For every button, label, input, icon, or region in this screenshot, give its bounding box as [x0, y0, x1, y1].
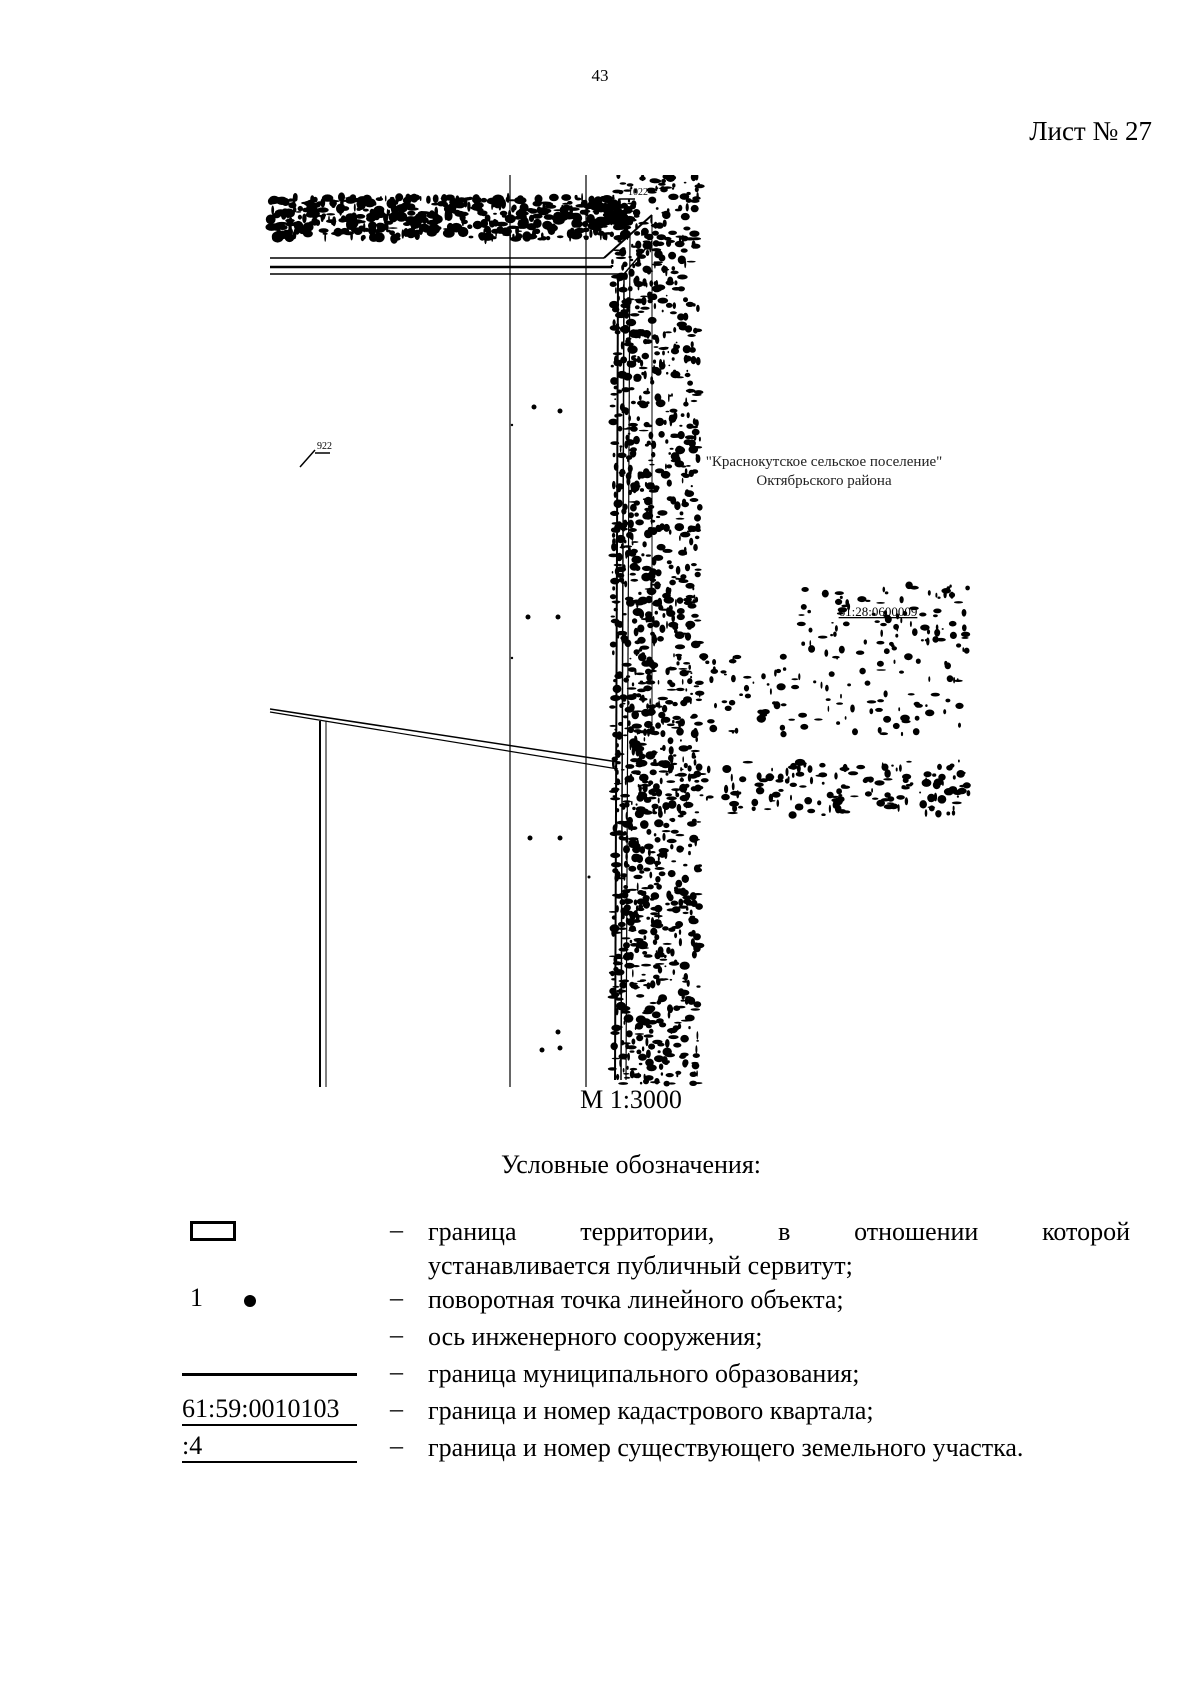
map-label-point-left: 922 [317, 441, 332, 452]
sheet-label: Лист № 27 [1029, 116, 1152, 146]
legend-point-label: 1 [190, 1283, 203, 1312]
map-label-settlement: "Краснокутское сельское поселение" [706, 454, 943, 470]
legend-title: Условные обозначения: [500, 1150, 762, 1179]
legend-symbol-line [182, 1357, 357, 1391]
map-label-quarter: 61:28:0600009 [839, 604, 918, 619]
boundary-lines [269, 175, 653, 1087]
legend-symbol-plot: :4 [182, 1431, 357, 1465]
map-label-district: Октябрьского района [756, 473, 892, 489]
legend-plot-number: :4 [182, 1431, 357, 1463]
road-noise [265, 175, 971, 1087]
legend-symbol-rectangle [182, 1215, 357, 1249]
legend-dash: – [390, 1215, 403, 1244]
legend-desc: граница территории, в отношении которой … [428, 1217, 1130, 1280]
legend-symbol-quarter: 61:59:0010103 [182, 1394, 357, 1428]
page-number: 43 [591, 66, 609, 85]
map-points [510, 404, 591, 1053]
leader-lines [299, 198, 635, 468]
legend-quarter-number: 61:59:0010103 [182, 1394, 357, 1426]
map-scale: М 1:3000 [580, 1085, 682, 1114]
cadastral-map: 1022 922 "Краснокутское сельское поселен… [260, 175, 1060, 1095]
point-dot-icon [244, 1295, 256, 1307]
map-label-point-top: 1022 [628, 187, 648, 198]
legend-symbol-point: 1 [182, 1283, 357, 1317]
